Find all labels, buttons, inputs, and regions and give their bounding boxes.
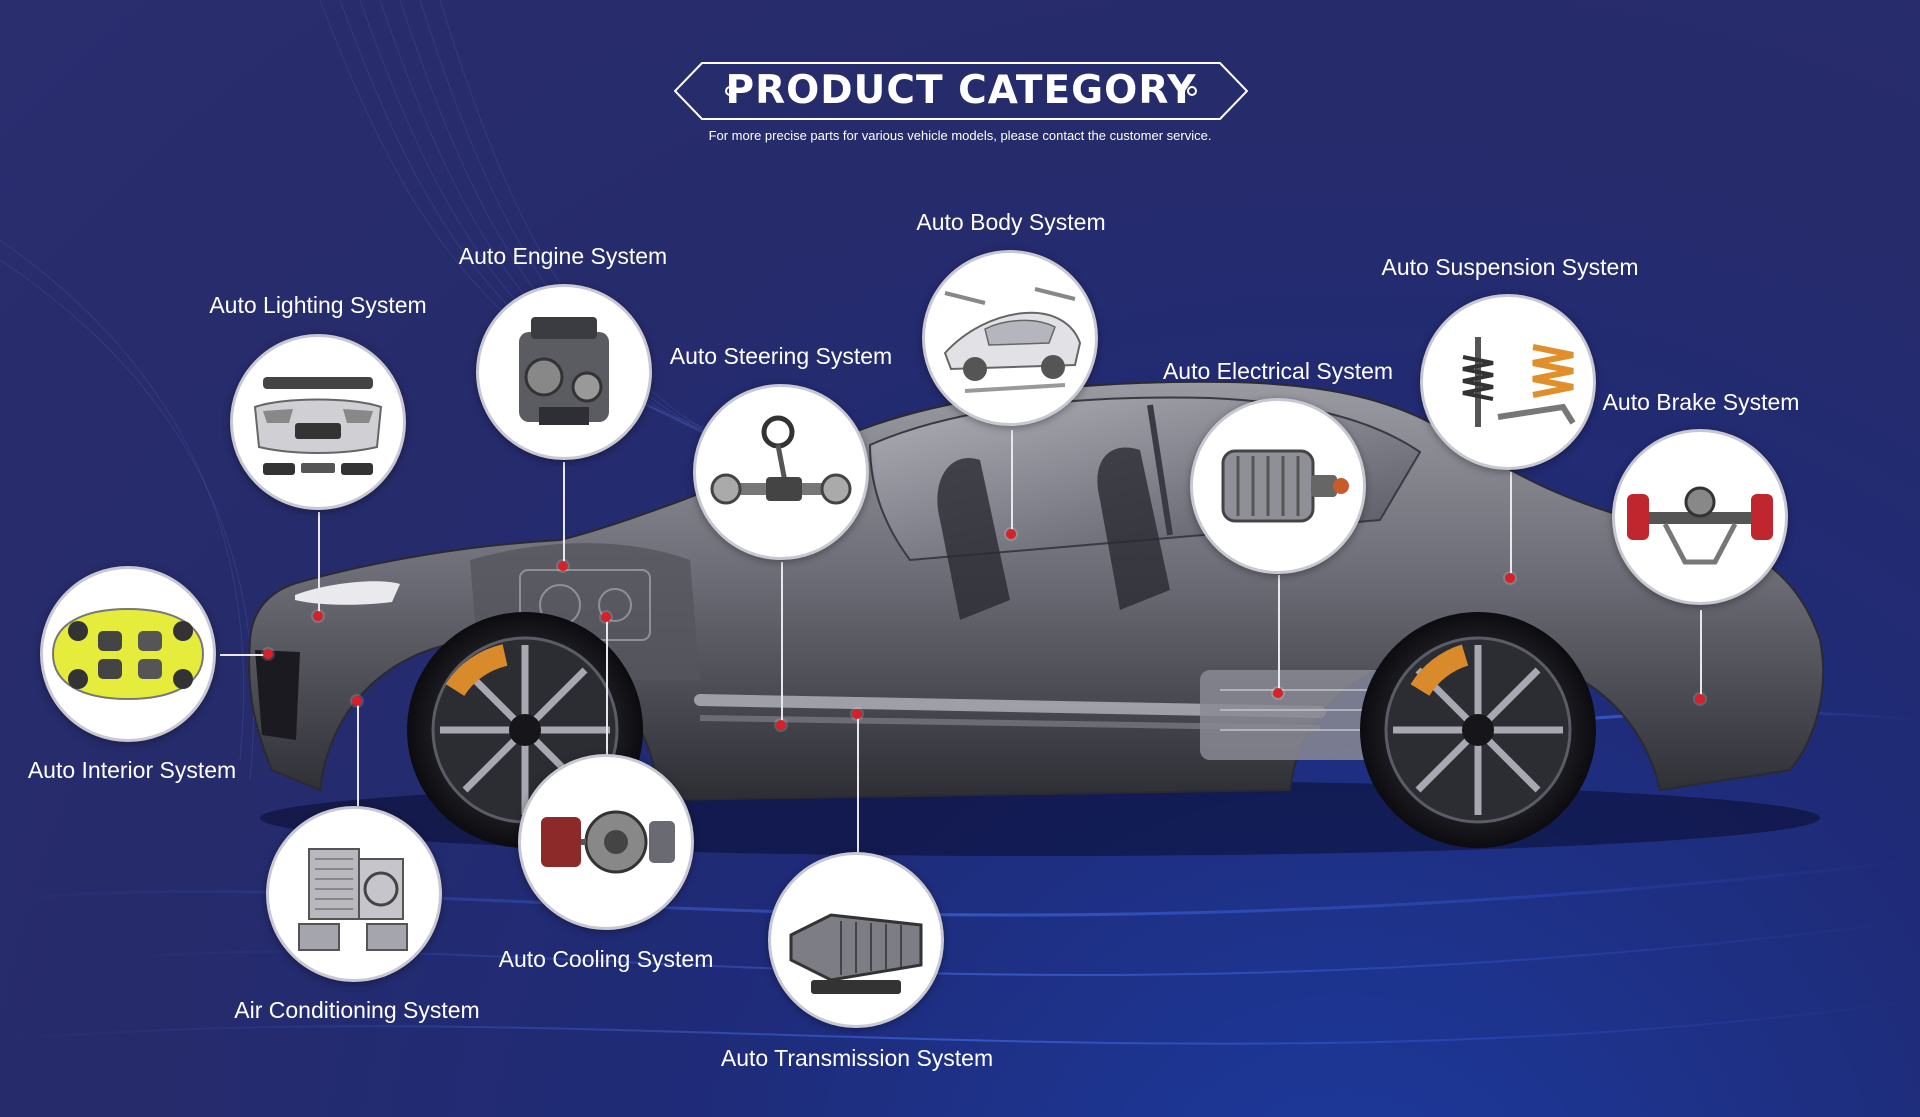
steering-rack-icon [710,415,852,505]
category-brake[interactable] [1612,429,1788,605]
label-engine[interactable]: Auto Engine System [458,243,668,269]
hotspot-lighting[interactable] [313,611,323,621]
label-interior[interactable]: Auto Interior System [27,757,237,783]
hotspot-suspension[interactable] [1505,573,1515,583]
category-suspension[interactable] [1420,294,1596,470]
label-steering[interactable]: Auto Steering System [669,343,893,369]
category-interior[interactable] [40,566,216,742]
leader-line-suspension [1510,472,1512,578]
category-transmission[interactable] [768,852,944,1028]
hotspot-cooling[interactable] [601,612,611,622]
category-cooling[interactable] [518,754,694,930]
brake-axle-icon [1627,486,1773,565]
label-suspension[interactable]: Auto Suspension System [1381,254,1639,280]
radiator-icon [298,848,408,951]
leader-line-cooling [606,617,608,757]
section-header: PRODUCT CATEGORY [674,62,1248,120]
category-air-conditioning[interactable] [266,806,442,982]
hotspot-transmission[interactable] [852,709,862,719]
category-lighting[interactable] [230,334,406,510]
label-transmission[interactable]: Auto Transmission System [720,1045,994,1071]
label-cooling[interactable]: Auto Cooling System [498,946,714,972]
category-electrical[interactable] [1190,398,1366,574]
category-engine[interactable] [476,284,652,460]
header-frame [674,62,1248,120]
car-body-icon [943,287,1082,393]
page-title: PRODUCT CATEGORY [725,68,1197,113]
hotspot-brake[interactable] [1695,694,1705,704]
label-body[interactable]: Auto Body System [916,209,1106,235]
hotspot-electrical[interactable] [1273,688,1283,698]
hotspot-interior[interactable] [263,649,273,659]
gearbox-icon [789,913,923,994]
headlight-bumper-icon [253,377,383,475]
car-interior-icon [51,607,205,701]
electric-motor-icon [1221,449,1349,523]
leader-line-transmission [857,714,859,854]
leader-line-electrical [1278,575,1280,693]
page-subtitle: For more precise parts for various vehic… [708,128,1212,143]
leader-line-interior [220,654,268,656]
category-body[interactable] [922,250,1098,426]
hotspot-ac[interactable] [352,696,362,706]
leader-line-steering [781,562,783,728]
leader-line-body [1011,430,1013,534]
hotspot-steering[interactable] [776,720,786,730]
label-brake[interactable]: Auto Brake System [1602,389,1800,415]
shock-absorber-icon [1462,337,1576,427]
hotspot-body[interactable] [1006,529,1016,539]
label-air-conditioning[interactable]: Air Conditioning System [234,997,480,1023]
hotspot-engine[interactable] [558,561,568,571]
leader-line-brake [1700,610,1702,700]
category-steering[interactable] [693,384,869,560]
label-lighting[interactable]: Auto Lighting System [209,292,427,318]
label-electrical[interactable]: Auto Electrical System [1162,358,1394,384]
leader-line-lighting [318,512,320,616]
leader-line-ac [357,702,359,806]
leader-line-engine [563,462,565,566]
engine-icon [519,317,609,425]
compressor-icon [541,810,675,874]
